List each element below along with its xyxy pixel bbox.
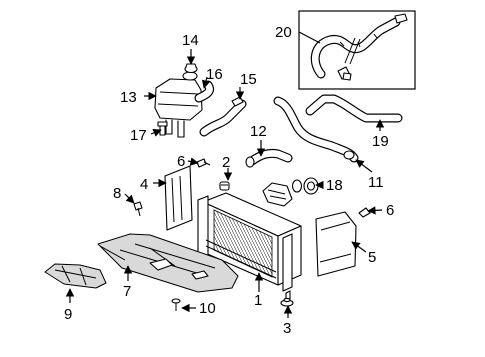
callout-labels: 1 2 3 4 5 6 6 7 8 9 10 11 12 13 14 15 16… — [64, 24, 394, 337]
grommet — [280, 297, 294, 307]
callout-10: 10 — [199, 300, 216, 317]
cooler-line — [305, 94, 403, 123]
callout-16: 16 — [206, 66, 223, 83]
callout-2: 2 — [222, 154, 230, 171]
bolt-lower — [171, 298, 181, 311]
upper-radiator-hose — [245, 148, 293, 168]
callout-12: 12 — [250, 123, 267, 140]
upper-bracket — [219, 181, 230, 191]
callout-11: 11 — [368, 174, 384, 191]
right-air-baffle — [315, 211, 357, 277]
callout-7: 7 — [123, 283, 131, 300]
callout-6-upper: 6 — [177, 153, 185, 170]
callout-15: 15 — [240, 71, 257, 88]
callout-20: 20 — [275, 24, 292, 41]
inset-box-hoses — [298, 10, 416, 90]
callout-17: 17 — [130, 127, 147, 144]
callout-13: 13 — [120, 89, 137, 106]
coolant-reservoir — [154, 71, 203, 138]
callout-8: 8 — [113, 185, 121, 202]
callout-19: 19 — [372, 133, 389, 150]
leader-lines — [65, 31, 385, 318]
callout-5: 5 — [368, 249, 376, 266]
callout-3: 3 — [283, 320, 291, 337]
callout-9: 9 — [64, 306, 72, 323]
screw-upper-left — [196, 158, 211, 168]
callout-14: 14 — [182, 32, 199, 49]
callout-1: 1 — [254, 292, 262, 309]
reservoir-cap — [184, 63, 198, 74]
lower-radiator-hose — [273, 96, 359, 163]
lower-splash-shield — [44, 263, 107, 289]
reservoir-hose — [199, 96, 247, 137]
thermostat-housing — [262, 177, 319, 207]
callout-18: 18 — [326, 177, 343, 194]
reservoir-bolt — [157, 121, 168, 136]
bolt-left — [133, 201, 143, 217]
lower-air-deflector — [97, 233, 239, 293]
screw-right — [358, 207, 371, 218]
callout-6-right: 6 — [386, 202, 394, 219]
left-air-baffle — [164, 165, 193, 231]
callout-4: 4 — [140, 176, 148, 193]
